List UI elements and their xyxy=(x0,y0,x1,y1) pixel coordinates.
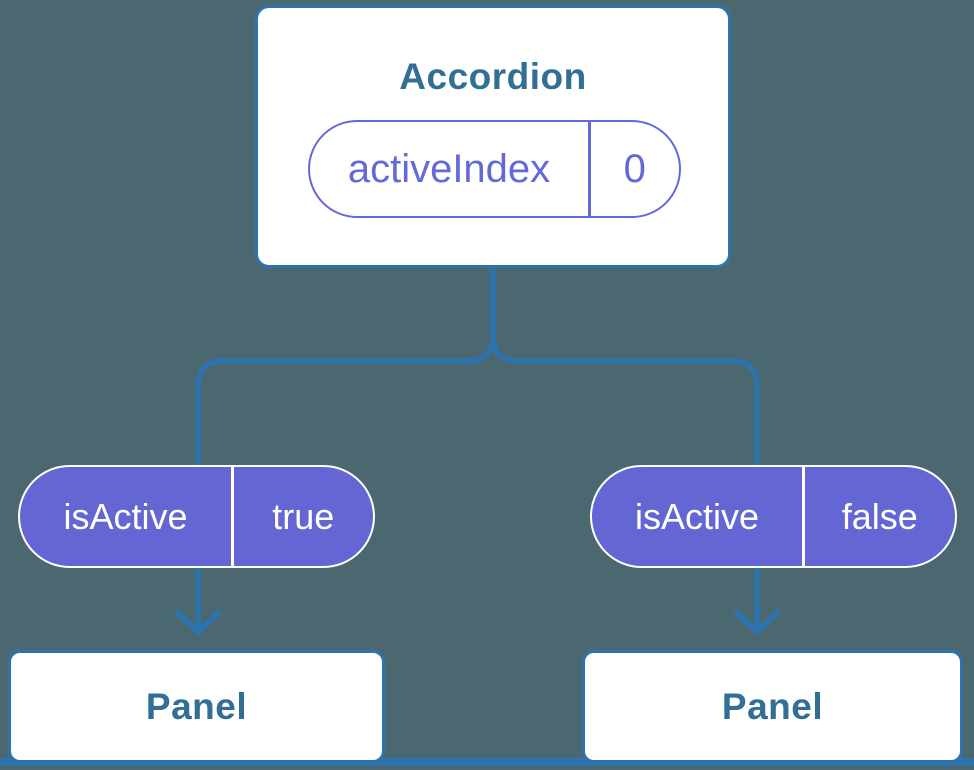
panel-node-left: Panel xyxy=(8,650,385,763)
prop-pill-left-value: true xyxy=(272,495,335,537)
panel-right-title: Panel xyxy=(721,685,824,727)
arrow-down-left-icon xyxy=(173,608,223,637)
state-pill-value: 0 xyxy=(623,146,646,191)
state-pill: activeIndex 0 xyxy=(308,120,681,218)
accordion-node: Accordion activeIndex 0 xyxy=(255,5,731,268)
accordion-title: Accordion xyxy=(399,56,587,97)
prop-pill-right-divider xyxy=(802,467,805,566)
connector-branch-right xyxy=(490,269,760,629)
panel-node-right: Panel xyxy=(582,650,963,763)
prop-pill-left-divider xyxy=(231,467,234,566)
prop-pill-right-value: false xyxy=(841,495,918,537)
prop-pill-left-label: isActive xyxy=(63,495,188,537)
arrow-down-right-icon xyxy=(732,608,782,637)
panel-left-title: Panel xyxy=(145,685,248,727)
connector-branch-left xyxy=(195,269,496,629)
prop-pill-right: isActive false xyxy=(590,465,957,568)
bottom-edge-line xyxy=(0,758,974,766)
state-pill-divider xyxy=(588,122,591,216)
state-pill-label: activeIndex xyxy=(347,146,551,191)
prop-pill-right-label: isActive xyxy=(634,495,760,537)
prop-pill-left: isActive true xyxy=(18,465,375,568)
